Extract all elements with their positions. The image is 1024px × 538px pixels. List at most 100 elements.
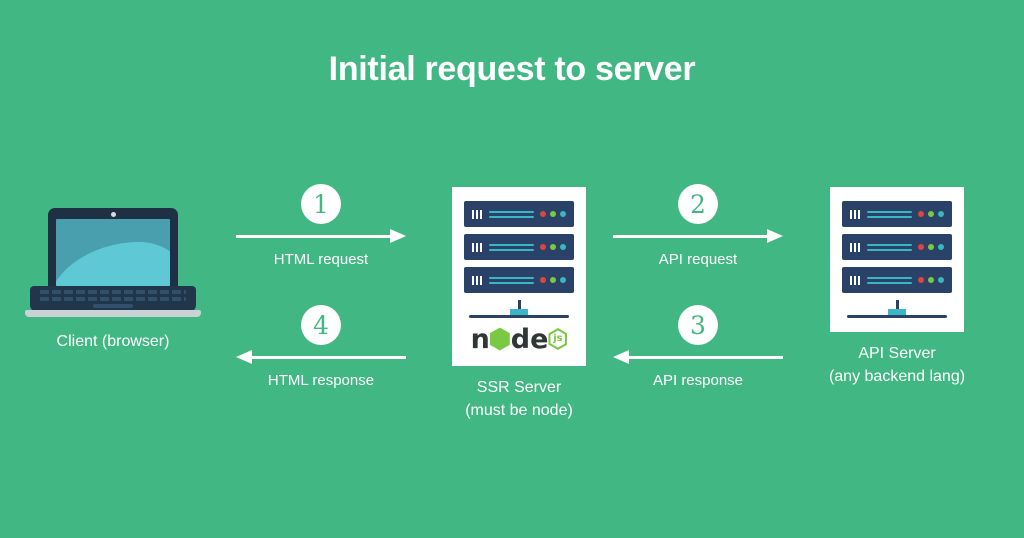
rack-status-lights xyxy=(918,211,944,217)
nodejs-logo-letter-d: d xyxy=(510,323,530,355)
status-light-red xyxy=(540,211,546,217)
laptop-lid xyxy=(48,208,178,292)
rack-bars-icon xyxy=(472,209,482,219)
webcam-icon xyxy=(110,212,116,217)
rack-status-lights xyxy=(540,211,566,217)
node-api-server-label: API Server (any backend lang) xyxy=(828,345,966,386)
nodejs-js-badge-icon: js xyxy=(548,328,568,350)
nodejs-js-badge-label: js xyxy=(553,333,563,344)
status-light-cyan xyxy=(560,211,566,217)
laptop-icon xyxy=(23,200,203,320)
arrow-left-icon xyxy=(236,349,406,365)
arrow-left-icon xyxy=(613,349,783,365)
nodejs-logo-letter-n: n xyxy=(470,323,490,355)
rack-bars-icon xyxy=(850,209,860,219)
node-api-server: API Server (any backend lang) xyxy=(807,187,987,388)
status-light-green xyxy=(550,211,556,217)
status-light-cyan xyxy=(560,277,566,283)
step-badge-3: 3 xyxy=(678,305,718,345)
node-ssr-server-label: SSR Server (must be node) xyxy=(465,379,573,420)
status-light-green xyxy=(550,244,556,250)
arrow-right-icon xyxy=(613,228,783,244)
rack-lines-icon xyxy=(867,276,912,284)
stand-pole xyxy=(517,300,521,311)
rack-bars-icon xyxy=(472,275,482,285)
rack-lines-icon xyxy=(489,210,534,218)
stand-pole xyxy=(895,300,899,311)
rack-status-lights xyxy=(540,277,566,283)
stand-connector xyxy=(510,309,528,317)
trackpad xyxy=(93,304,133,308)
laptop-foot xyxy=(25,310,201,317)
status-light-green xyxy=(928,211,934,217)
server-rack-unit xyxy=(464,201,574,227)
nodejs-logo-letter-e: e xyxy=(530,323,548,355)
server-stand-icon xyxy=(842,300,952,320)
rack-status-lights xyxy=(540,244,566,250)
rack-bars-icon xyxy=(850,242,860,252)
nodejs-logo-icon: n d e js xyxy=(464,324,574,354)
stand-base xyxy=(847,315,947,318)
status-light-cyan xyxy=(938,211,944,217)
flow-api-response: 3 API response xyxy=(613,305,783,389)
flow-html-request: 1 HTML request xyxy=(236,184,406,268)
server-stand-icon xyxy=(464,300,574,320)
flow-html-response: 4 HTML response xyxy=(236,305,406,389)
stand-base xyxy=(469,315,569,318)
status-light-red xyxy=(918,277,924,283)
arrow-head xyxy=(390,229,406,243)
server-rack-unit xyxy=(842,234,952,260)
node-client-label: Client (browser) xyxy=(56,333,170,350)
flow-api-request: 2 API request xyxy=(613,184,783,268)
arrow-head xyxy=(613,350,629,364)
rack-lines-icon xyxy=(489,276,534,284)
server-rack-unit xyxy=(464,267,574,293)
rack-bars-icon xyxy=(472,242,482,252)
status-light-red xyxy=(540,277,546,283)
server-rack-unit xyxy=(842,267,952,293)
arrow-head xyxy=(236,350,252,364)
status-light-cyan xyxy=(938,277,944,283)
arrow-line xyxy=(613,235,769,238)
server-rack-icon xyxy=(830,187,964,332)
flow-label-3: API response xyxy=(652,372,744,389)
flow-label-1: HTML request xyxy=(273,251,369,268)
status-light-red xyxy=(540,244,546,250)
rack-bars-icon xyxy=(850,275,860,285)
keyboard-row xyxy=(40,297,186,301)
status-light-green xyxy=(550,277,556,283)
rack-lines-icon xyxy=(489,243,534,251)
rack-status-lights xyxy=(918,277,944,283)
laptop-screen xyxy=(56,219,170,286)
server-rack-unit xyxy=(464,234,574,260)
flow-label-4: HTML response xyxy=(267,372,375,389)
step-badge-1: 1 xyxy=(301,184,341,224)
status-light-cyan xyxy=(560,244,566,250)
server-rack-node-icon: n d e js xyxy=(452,187,586,366)
node-client: Client (browser) xyxy=(23,200,203,353)
rack-status-lights xyxy=(918,244,944,250)
arrow-head xyxy=(767,229,783,243)
arrow-right-icon xyxy=(236,228,406,244)
nodejs-hexagon-icon xyxy=(489,327,510,351)
keyboard-row xyxy=(40,290,186,294)
status-light-cyan xyxy=(938,244,944,250)
step-badge-4: 4 xyxy=(301,305,341,345)
arrow-line xyxy=(627,356,783,359)
server-rack-unit xyxy=(842,201,952,227)
status-light-green xyxy=(928,244,934,250)
screen-wave-decoration xyxy=(56,242,170,286)
node-ssr-server: n d e js SSR Server (must be node) xyxy=(429,187,609,422)
status-light-red xyxy=(918,211,924,217)
laptop-keyboard xyxy=(30,286,196,312)
stand-connector xyxy=(888,309,906,317)
rack-lines-icon xyxy=(867,210,912,218)
page-title: Initial request to server xyxy=(328,50,696,88)
flow-label-2: API request xyxy=(658,251,738,268)
step-badge-2: 2 xyxy=(678,184,718,224)
status-light-red xyxy=(918,244,924,250)
rack-lines-icon xyxy=(867,243,912,251)
arrow-line xyxy=(236,235,392,238)
status-light-green xyxy=(928,277,934,283)
arrow-line xyxy=(250,356,406,359)
